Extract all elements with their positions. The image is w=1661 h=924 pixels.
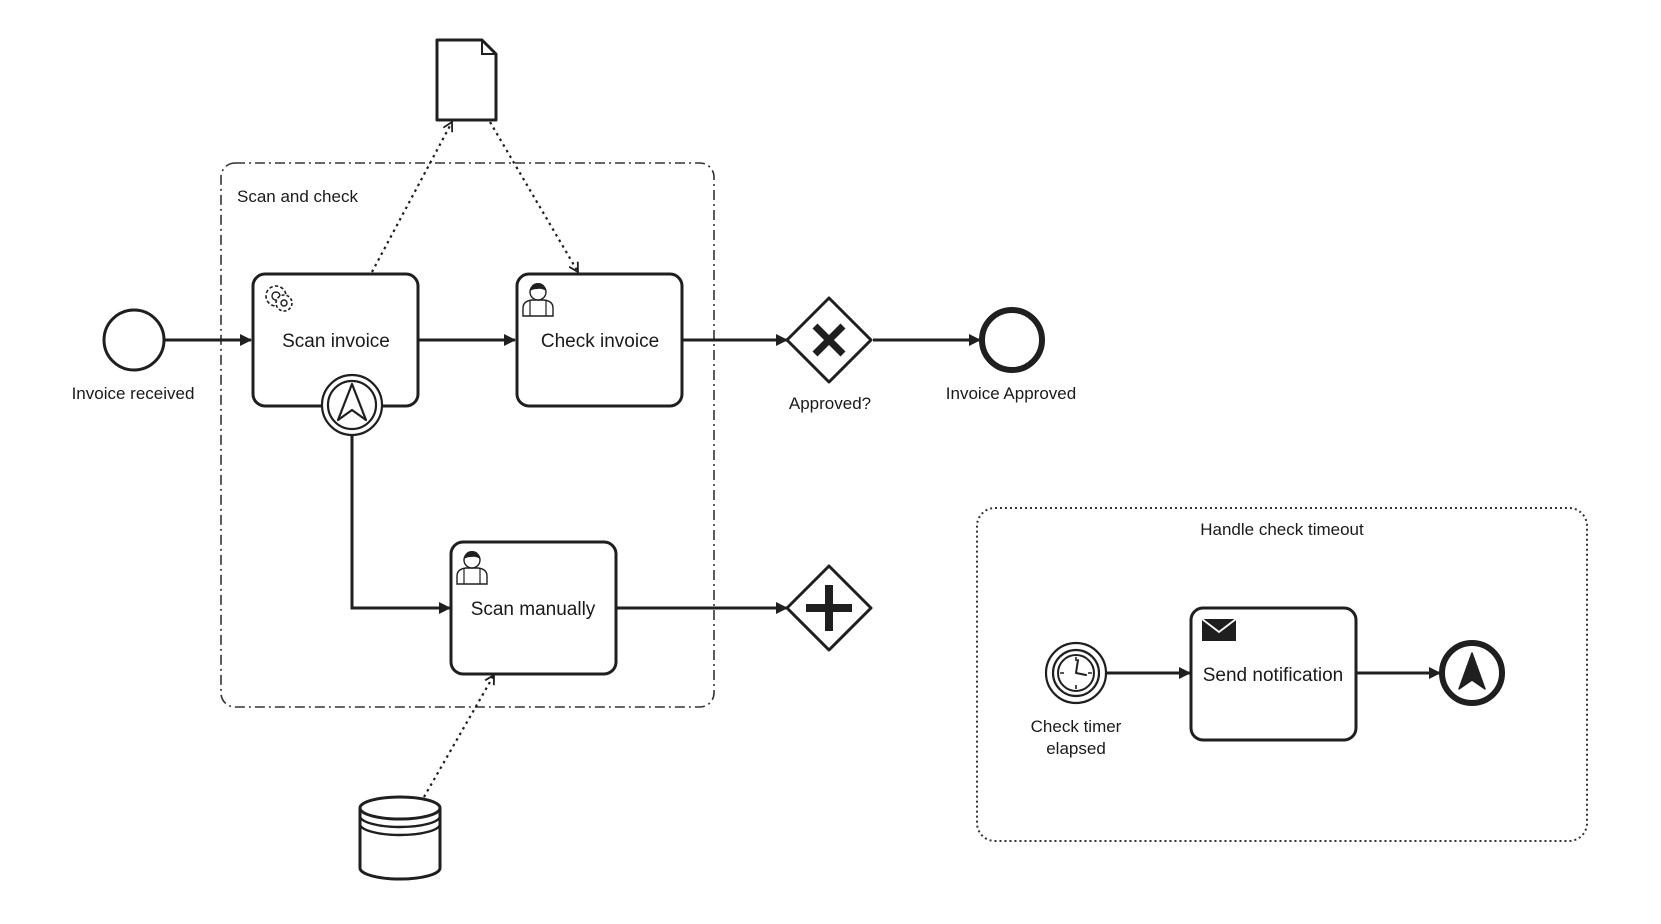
- document-icon: [435, 38, 498, 122]
- task-scan-manually-label: Scan manually: [471, 599, 596, 620]
- timer-label-line1: Check timer: [1031, 717, 1122, 736]
- gateway-approved-label: Approved?: [789, 394, 871, 413]
- task-send-notification-label: Send notification: [1203, 665, 1344, 686]
- escalation-icon: [336, 382, 368, 422]
- task-check-invoice[interactable]: Check invoice: [515, 272, 684, 408]
- timer-label-line2: elapsed: [1046, 739, 1106, 758]
- subprocess-handle-check-timeout[interactable]: Handle check timeout: [976, 507, 1588, 842]
- gateway-approved[interactable]: Approved?: [785, 296, 873, 413]
- sequence-flows: [164, 334, 1441, 679]
- group-scan-and-check[interactable]: Scan and check: [220, 162, 715, 708]
- data-associations: [371, 120, 579, 798]
- data-object[interactable]: [435, 38, 498, 122]
- x-icon: [812, 323, 846, 357]
- database-icon: [358, 795, 442, 881]
- task-scan-invoice-label: Scan invoice: [282, 331, 390, 352]
- user-icon: [456, 551, 488, 585]
- user-icon: [522, 283, 554, 317]
- end-event-label: Invoice Approved: [946, 384, 1076, 403]
- task-scan-manually[interactable]: Scan manually: [449, 540, 618, 676]
- clock-icon: [1057, 654, 1095, 692]
- gear-icon: [265, 285, 293, 312]
- task-check-invoice-label: Check invoice: [541, 331, 659, 352]
- task-scan-invoice[interactable]: Scan invoice: [251, 272, 420, 408]
- envelope-icon: [1201, 618, 1237, 641]
- plus-icon: [806, 585, 852, 631]
- escalation-icon: [1458, 652, 1486, 690]
- start-event-label: Invoice received: [72, 384, 195, 403]
- start-event-invoice-received[interactable]: Invoice received: [72, 308, 195, 403]
- association-datastore-to-scan-manually: [423, 673, 495, 798]
- gateway-parallel[interactable]: [785, 564, 873, 652]
- timer-start-event[interactable]: Check timer elapsed: [1031, 641, 1122, 758]
- association-document-to-check: [489, 121, 579, 274]
- boundary-escalation-event[interactable]: [320, 373, 384, 437]
- end-event-invoice-approved[interactable]: Invoice Approved: [946, 307, 1076, 403]
- subprocess-handle-check-timeout-label: Handle check timeout: [1200, 520, 1364, 539]
- group-scan-and-check-label: Scan and check: [237, 187, 358, 206]
- task-send-notification[interactable]: Send notification: [1189, 606, 1358, 742]
- data-store[interactable]: [358, 795, 442, 881]
- association-scan-to-document: [371, 120, 454, 273]
- flow-boundary-to-scan-manually: [350, 435, 451, 614]
- end-event-escalation[interactable]: [1439, 640, 1505, 706]
